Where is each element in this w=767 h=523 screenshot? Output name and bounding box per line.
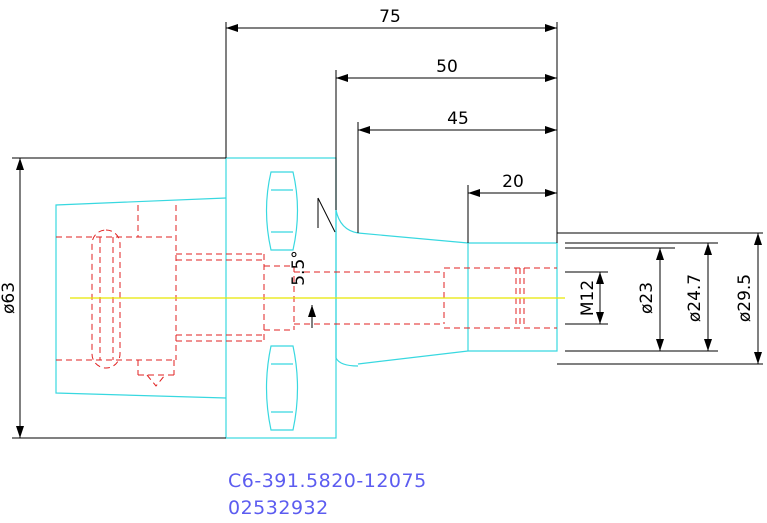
dim-text-20: 20 (502, 172, 524, 192)
part-number: C6-391.5820-12075 (228, 470, 427, 492)
extension-lines (12, 22, 763, 439)
dim-text-23: ø23 (637, 282, 657, 314)
dim-text-63: ø63 (0, 282, 19, 314)
dim-text-m12: M12 (578, 280, 598, 316)
hidden-lines (56, 205, 557, 387)
dim-text-angle: 5.5° (289, 250, 309, 286)
order-number: 02532932 (228, 497, 329, 519)
dim-text-24-7: ø24.7 (685, 274, 705, 322)
dim-text-45: 45 (447, 109, 469, 129)
dim-text-29-5: ø29.5 (735, 274, 755, 322)
dim-text-75: 75 (379, 7, 401, 27)
dim-text-50: 50 (436, 57, 458, 77)
dimension-lines (16, 24, 762, 438)
